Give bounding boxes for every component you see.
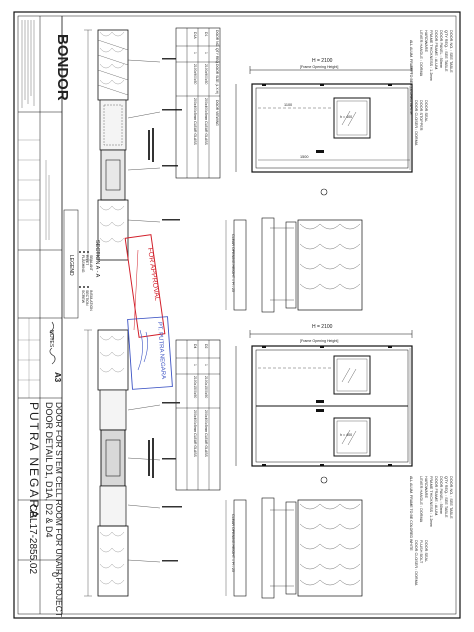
schedule-row-1-no: D1 xyxy=(204,32,208,36)
schedule-row-1-view: 200x400x5mm CLEAR GLASS xyxy=(204,98,208,145)
svg-text:DOOR SEAL: DOOR SEAL xyxy=(424,540,428,562)
drawing-title-1: DOOR DETAIL D1, D1A, D2 & D4 xyxy=(44,402,54,538)
drawing-title-2: DOOR FOR STEM CELL ROOM FOR UNAIR PROJEC… xyxy=(54,402,64,617)
schedule-row-4-qty: 1 xyxy=(193,364,197,366)
svg-text:QTY REQ. : SEE TABLE: QTY REQ. : SEE TABLE xyxy=(444,476,448,518)
door-bottom-clear-opening: CLEAR OPENING HEIGHT = H - 25 xyxy=(231,514,235,572)
company-stamp: PT. PUTRA NEGARA xyxy=(127,316,173,390)
door-bottom-opening: [Frame Opening Height] xyxy=(300,339,338,343)
svg-text:DOOR CLOSER : DORMA: DOOR CLOSER : DORMA xyxy=(414,540,418,586)
svg-text:LEVER HANDLE : DORMA: LEVER HANDLE : DORMA xyxy=(419,30,423,77)
svg-text:DOOR STOPPER: DOOR STOPPER xyxy=(419,100,423,131)
door-top-clear-opening: CLEAR OPENING HEIGHT = H - 25 xyxy=(231,234,235,292)
svg-text:FRAME THICKNESS : 1.2mm: FRAME THICKNESS : 1.2mm xyxy=(429,476,433,527)
company-logo: BONDOR xyxy=(54,34,71,101)
drawing-number: CBL17-2855.02 xyxy=(27,504,38,574)
viewing-panel-top xyxy=(333,97,371,139)
schedule-row-4-view: 200x400x5mm CLEAR GLASS xyxy=(193,410,197,457)
svg-text:DOOR FRAME : ALUM.: DOOR FRAME : ALUM. xyxy=(434,476,438,516)
legend-items: FLASHING RIVET SEALANT SCREW SECTION INS… xyxy=(81,255,93,311)
legend-box: LEGEND FLASHING RIVET SEALANT SCREW SECT… xyxy=(63,209,93,319)
svg-text:DOOR SEAL: DOOR SEAL xyxy=(424,100,428,122)
schedule-row-3-view: 200x400x5mm CLEAR GLASS xyxy=(204,410,208,457)
svg-text:RIVET: RIVET xyxy=(85,255,89,266)
door-top-viewing: h = 400 xyxy=(340,115,352,119)
door-top-height: H = 2100 xyxy=(312,58,333,64)
door-bottom-height: H = 2100 xyxy=(312,324,333,330)
svg-text:HARDWARE: HARDWARE xyxy=(424,476,428,498)
svg-text:DOOR CLOSER : DORMA: DOOR CLOSER : DORMA xyxy=(414,100,418,146)
svg-text:INSULATION: INSULATION xyxy=(89,290,93,311)
schedule-row-2-no: D1A xyxy=(193,32,197,39)
schedule-row-3-qty: 1 xyxy=(204,364,208,366)
revision-number: 0 xyxy=(50,572,60,577)
svg-text:DOOR PANEL : 50mm: DOOR PANEL : 50mm xyxy=(439,30,443,68)
schedule-row-3-no: D2 xyxy=(204,344,208,348)
door-sill-section-top xyxy=(225,188,363,313)
signature-1 xyxy=(49,321,54,341)
door-elevation-top xyxy=(235,66,413,173)
signature-2 xyxy=(49,347,56,365)
door-top-width-b: 1500 xyxy=(300,155,308,159)
svg-text:FLASHING: FLASHING xyxy=(81,255,85,273)
schedule-row-4-size: 2100x1500x50 xyxy=(193,376,197,398)
svg-text:SECTION: SECTION xyxy=(85,290,89,306)
schedule-row-3-size: 2100x1500x50 xyxy=(204,376,208,398)
svg-text:FLUSH BOLT: FLUSH BOLT xyxy=(419,540,423,564)
svg-text:QTY REQ. : SEE TABLE: QTY REQ. : SEE TABLE xyxy=(444,30,448,72)
door-handle-bottom-2 xyxy=(316,409,324,412)
schedule-row-2-size: 2100x900x50 xyxy=(193,64,197,84)
svg-text:FRAME THICKNESS : 1.2mm: FRAME THICKNESS : 1.2mm xyxy=(429,30,433,81)
door-sill-section-bottom xyxy=(225,476,363,599)
section-label: SECTION A - A xyxy=(94,240,100,278)
company-stamp-text: PT. PUTRA NEGARA xyxy=(156,322,166,380)
spec-list-top: DOOR NO. : SEE TABLE QTY REQ. : SEE TABL… xyxy=(414,30,453,146)
schedule-row-2-qty: 1 xyxy=(193,52,197,54)
svg-text:SEALANT: SEALANT xyxy=(89,255,93,272)
door-schedule-lower: D2 1 2100x1500x50 200x400x5mm CLEAR GLAS… xyxy=(175,339,221,491)
door-bottom-viewing: h = 400 xyxy=(340,433,352,437)
svg-text:SCREW: SCREW xyxy=(81,290,85,304)
svg-text:DOOR FRAME : ALUM.: DOOR FRAME : ALUM. xyxy=(434,30,438,70)
sheet-size: A3 xyxy=(53,372,62,383)
schedule-header-1: DOOR NO. xyxy=(215,30,219,47)
svg-text:DOOR NO. : SEE TABLE: DOOR NO. : SEE TABLE xyxy=(449,476,453,519)
spec-list-bottom: DOOR NO. : SEE TABLE QTY REQ. : SEE TABL… xyxy=(414,476,453,586)
door-elevation-bottom xyxy=(235,330,413,467)
legend-heading: LEGEND xyxy=(68,255,74,276)
notes-label: NOTES xyxy=(48,330,54,348)
svg-text:DOOR NO. : SEE TABLE: DOOR NO. : SEE TABLE xyxy=(449,30,453,73)
client-name: PUTRA NEGARA xyxy=(27,402,41,520)
door-bottom-frame-note: ALL ALUM. FRAME TO BE COLORED WHITE xyxy=(409,476,413,551)
svg-text:LEVER HANDLE : DORMA: LEVER HANDLE : DORMA xyxy=(419,476,423,523)
schedule-header-3: DOOR SIZE (L X H) xyxy=(215,64,219,94)
viewing-panel-bottom-1 xyxy=(333,355,371,395)
door-top-opening: [Frame Opening Height] xyxy=(300,65,338,69)
schedule-row-1-size: 2100x900x50 xyxy=(204,64,208,84)
schedule-row-1-qty: 1 xyxy=(204,52,208,54)
title-block xyxy=(18,16,63,614)
schedule-row-2-view: 200x400x5mm CLEAR GLASS xyxy=(193,98,197,145)
schedule-header-2: QTY REQ. xyxy=(215,48,219,64)
door-top-frame-note: ALL ALUM. FRAME TO BE COLORED WHITE xyxy=(409,40,413,115)
door-handle-top xyxy=(316,150,324,153)
door-handle-bottom-1 xyxy=(316,400,324,403)
svg-text:DOOR PANEL : 50mm: DOOR PANEL : 50mm xyxy=(439,476,443,514)
schedule-row-4-no: D4 xyxy=(193,344,197,348)
svg-text:HARDWARE: HARDWARE xyxy=(424,30,428,52)
door-schedule: DOOR NO. QTY REQ. DOOR SIZE (L X H) DOOR… xyxy=(175,27,221,179)
schedule-header-4: DOOR VIEWING xyxy=(215,100,219,126)
section-detail-bottom xyxy=(84,329,182,597)
sheet-border xyxy=(13,11,461,619)
section-detail-top xyxy=(84,29,182,261)
viewing-panel-bottom-2 xyxy=(333,417,371,457)
door-top-width-a: 1100 xyxy=(284,103,292,107)
